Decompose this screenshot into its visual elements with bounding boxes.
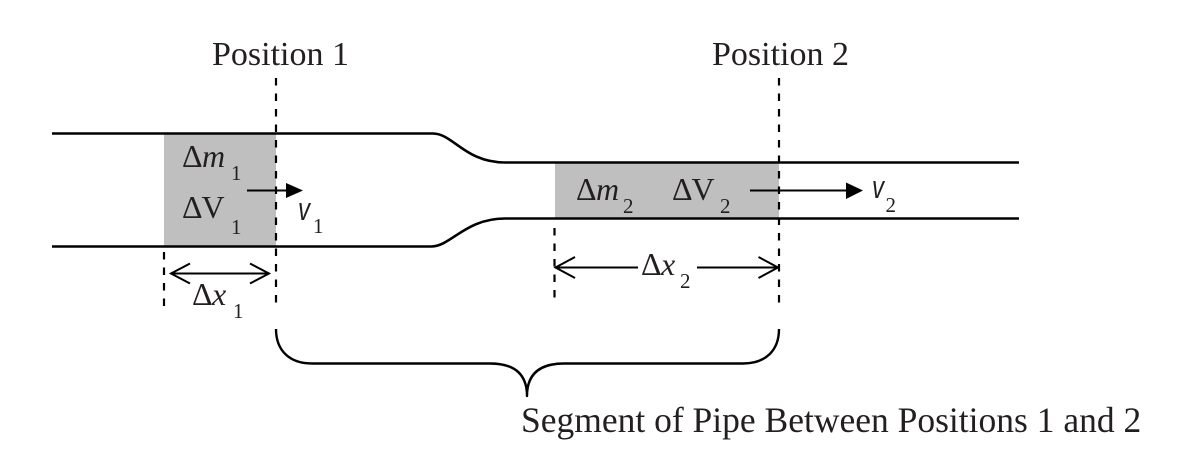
position-1-label: Position 1 — [212, 36, 349, 73]
delta-x2-subscript: 2 — [680, 269, 691, 293]
velocity-2-subscript: 2 — [886, 193, 897, 217]
delta-v1-symbol: V — [202, 189, 225, 225]
delta-m1-symbol: m — [202, 138, 225, 174]
delta-m2-symbol: m — [596, 171, 619, 207]
delta-x1-dimension-arrow — [168, 262, 272, 285]
pipe-upper-wall — [52, 132, 1019, 164]
delta-x1-subscript: 1 — [233, 299, 244, 323]
delta-m2-subscript: 2 — [623, 194, 634, 218]
delta-v1-subscript: 1 — [231, 215, 242, 239]
position-2-label: Position 2 — [712, 36, 849, 73]
delta-m2-prefix: Δ — [576, 171, 597, 207]
delta-v2-subscript: 2 — [720, 194, 731, 218]
velocity-arrow-1-head — [286, 183, 303, 198]
velocity-2-label: v 2 — [872, 169, 896, 217]
delta-x2-prefix: Δ — [641, 246, 662, 282]
velocity-2-symbol: v — [872, 169, 886, 205]
pipe — [52, 132, 1019, 248]
delta-v1-prefix: Δ — [182, 189, 203, 225]
velocity-1-subscript: 1 — [313, 214, 324, 238]
delta-x1-symbol: x — [211, 276, 226, 312]
velocity-1-label: v 1 — [298, 191, 324, 238]
delta-m1-prefix: Δ — [182, 138, 203, 174]
delta-v1-label: ΔV1 — [182, 189, 242, 239]
delta-x2-dimension-arrow — [553, 256, 781, 279]
delta-x1-prefix: Δ — [192, 276, 213, 312]
delta-x1-left-arrowhead — [168, 262, 191, 285]
velocity-arrow-2 — [750, 182, 863, 199]
segment-caption: Segment of Pipe Between Positions 1 and … — [521, 400, 1141, 440]
delta-x2-left-arrowhead — [553, 256, 576, 279]
delta-x2-symbol: x — [660, 246, 675, 282]
fluid-element-2 — [555, 162, 779, 219]
delta-v2-symbol: V — [692, 171, 715, 207]
delta-x1-right-arrowhead — [249, 262, 272, 285]
delta-m1-subscript: 1 — [231, 161, 242, 185]
delta-v2-prefix: Δ — [672, 171, 693, 207]
velocity-arrow-1 — [247, 183, 303, 198]
velocity-1-symbol: v — [298, 191, 312, 227]
velocity-arrow-2-head — [846, 182, 863, 199]
delta-x2-right-arrowhead — [758, 256, 781, 279]
pipe-lower-wall — [52, 217, 1019, 248]
segment-brace — [274, 328, 781, 398]
